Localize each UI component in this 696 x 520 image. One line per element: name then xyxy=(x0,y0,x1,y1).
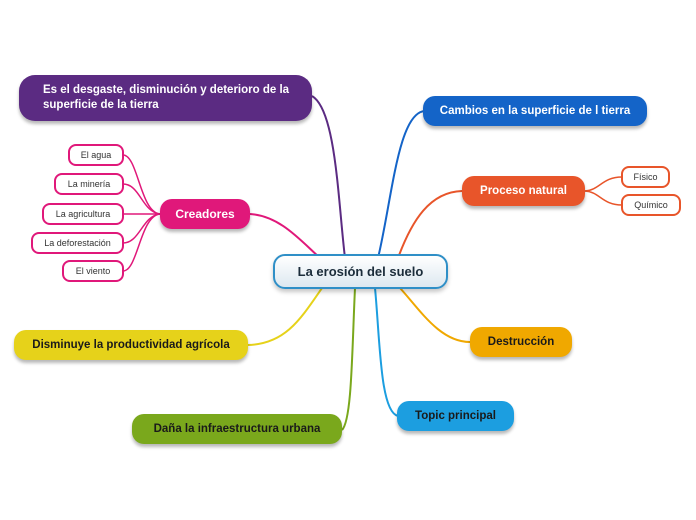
topic-infraestructura-label: Daña la infraestructura urbana xyxy=(153,423,321,435)
topic-principal-label: Topic principal xyxy=(415,410,496,422)
topic-definition[interactable]: Es el desgaste, disminución y deterioro … xyxy=(19,75,312,121)
topic-infraestructura[interactable]: Daña la infraestructura urbana xyxy=(132,414,342,444)
topic-creadores[interactable]: Creadores xyxy=(160,199,250,229)
connector-el-viento xyxy=(122,213,161,272)
subtopic-la-mineria-label: La minería xyxy=(67,179,111,189)
topic-destruccion[interactable]: Destrucción xyxy=(470,327,572,357)
central-topic[interactable]: La erosión del suelo xyxy=(273,254,448,289)
topic-principal[interactable]: Topic principal xyxy=(397,401,514,431)
connector-cambios xyxy=(377,110,426,259)
subtopic-el-agua-label: El agua xyxy=(80,150,112,160)
topic-destruccion-label: Destrucción xyxy=(487,336,555,348)
connector-topic-principal xyxy=(374,287,399,417)
connector-la-mineria xyxy=(122,183,161,215)
central-topic-label: La erosión del suelo xyxy=(297,264,424,279)
connector-quimico xyxy=(584,190,623,206)
subtopic-la-agricultura[interactable]: La agricultura xyxy=(42,203,124,225)
subtopic-fisico-label: Físico xyxy=(633,172,658,182)
topic-cambios[interactable]: Cambios en la superficie de l tierra xyxy=(423,96,647,126)
topic-productividad[interactable]: Disminuye la productividad agrícola xyxy=(14,330,248,360)
subtopic-el-agua[interactable]: El agua xyxy=(68,144,124,166)
subtopic-la-deforestacion[interactable]: La deforestación xyxy=(31,232,124,254)
topic-definition-label: Es el desgaste, disminución y deterioro … xyxy=(43,84,290,111)
subtopic-quimico-label: Químico xyxy=(634,200,668,210)
connector-fisico xyxy=(584,176,623,192)
subtopic-fisico[interactable]: Físico xyxy=(621,166,670,188)
topic-productividad-label: Disminuye la productividad agrícola xyxy=(32,339,230,351)
topic-proceso-label: Proceso natural xyxy=(480,185,567,197)
subtopic-quimico[interactable]: Químico xyxy=(621,194,681,216)
subtopic-el-viento[interactable]: El viento xyxy=(62,260,124,282)
topic-cambios-label: Cambios en la superficie de l tierra xyxy=(439,105,631,117)
subtopic-la-deforestacion-label: La deforestación xyxy=(44,238,111,248)
connector-proceso xyxy=(397,190,463,259)
topic-creadores-label: Creadores xyxy=(175,207,235,221)
topic-proceso-natural[interactable]: Proceso natural xyxy=(462,176,585,206)
connector-creadores xyxy=(249,213,321,259)
connector-infraestructura xyxy=(341,287,356,431)
connector-productividad xyxy=(247,287,323,346)
connector-destruccion xyxy=(399,287,471,343)
connector-definition xyxy=(311,95,346,259)
subtopic-la-mineria[interactable]: La minería xyxy=(54,173,124,195)
subtopic-el-viento-label: El viento xyxy=(75,266,111,276)
subtopic-la-agricultura-label: La agricultura xyxy=(55,209,111,219)
